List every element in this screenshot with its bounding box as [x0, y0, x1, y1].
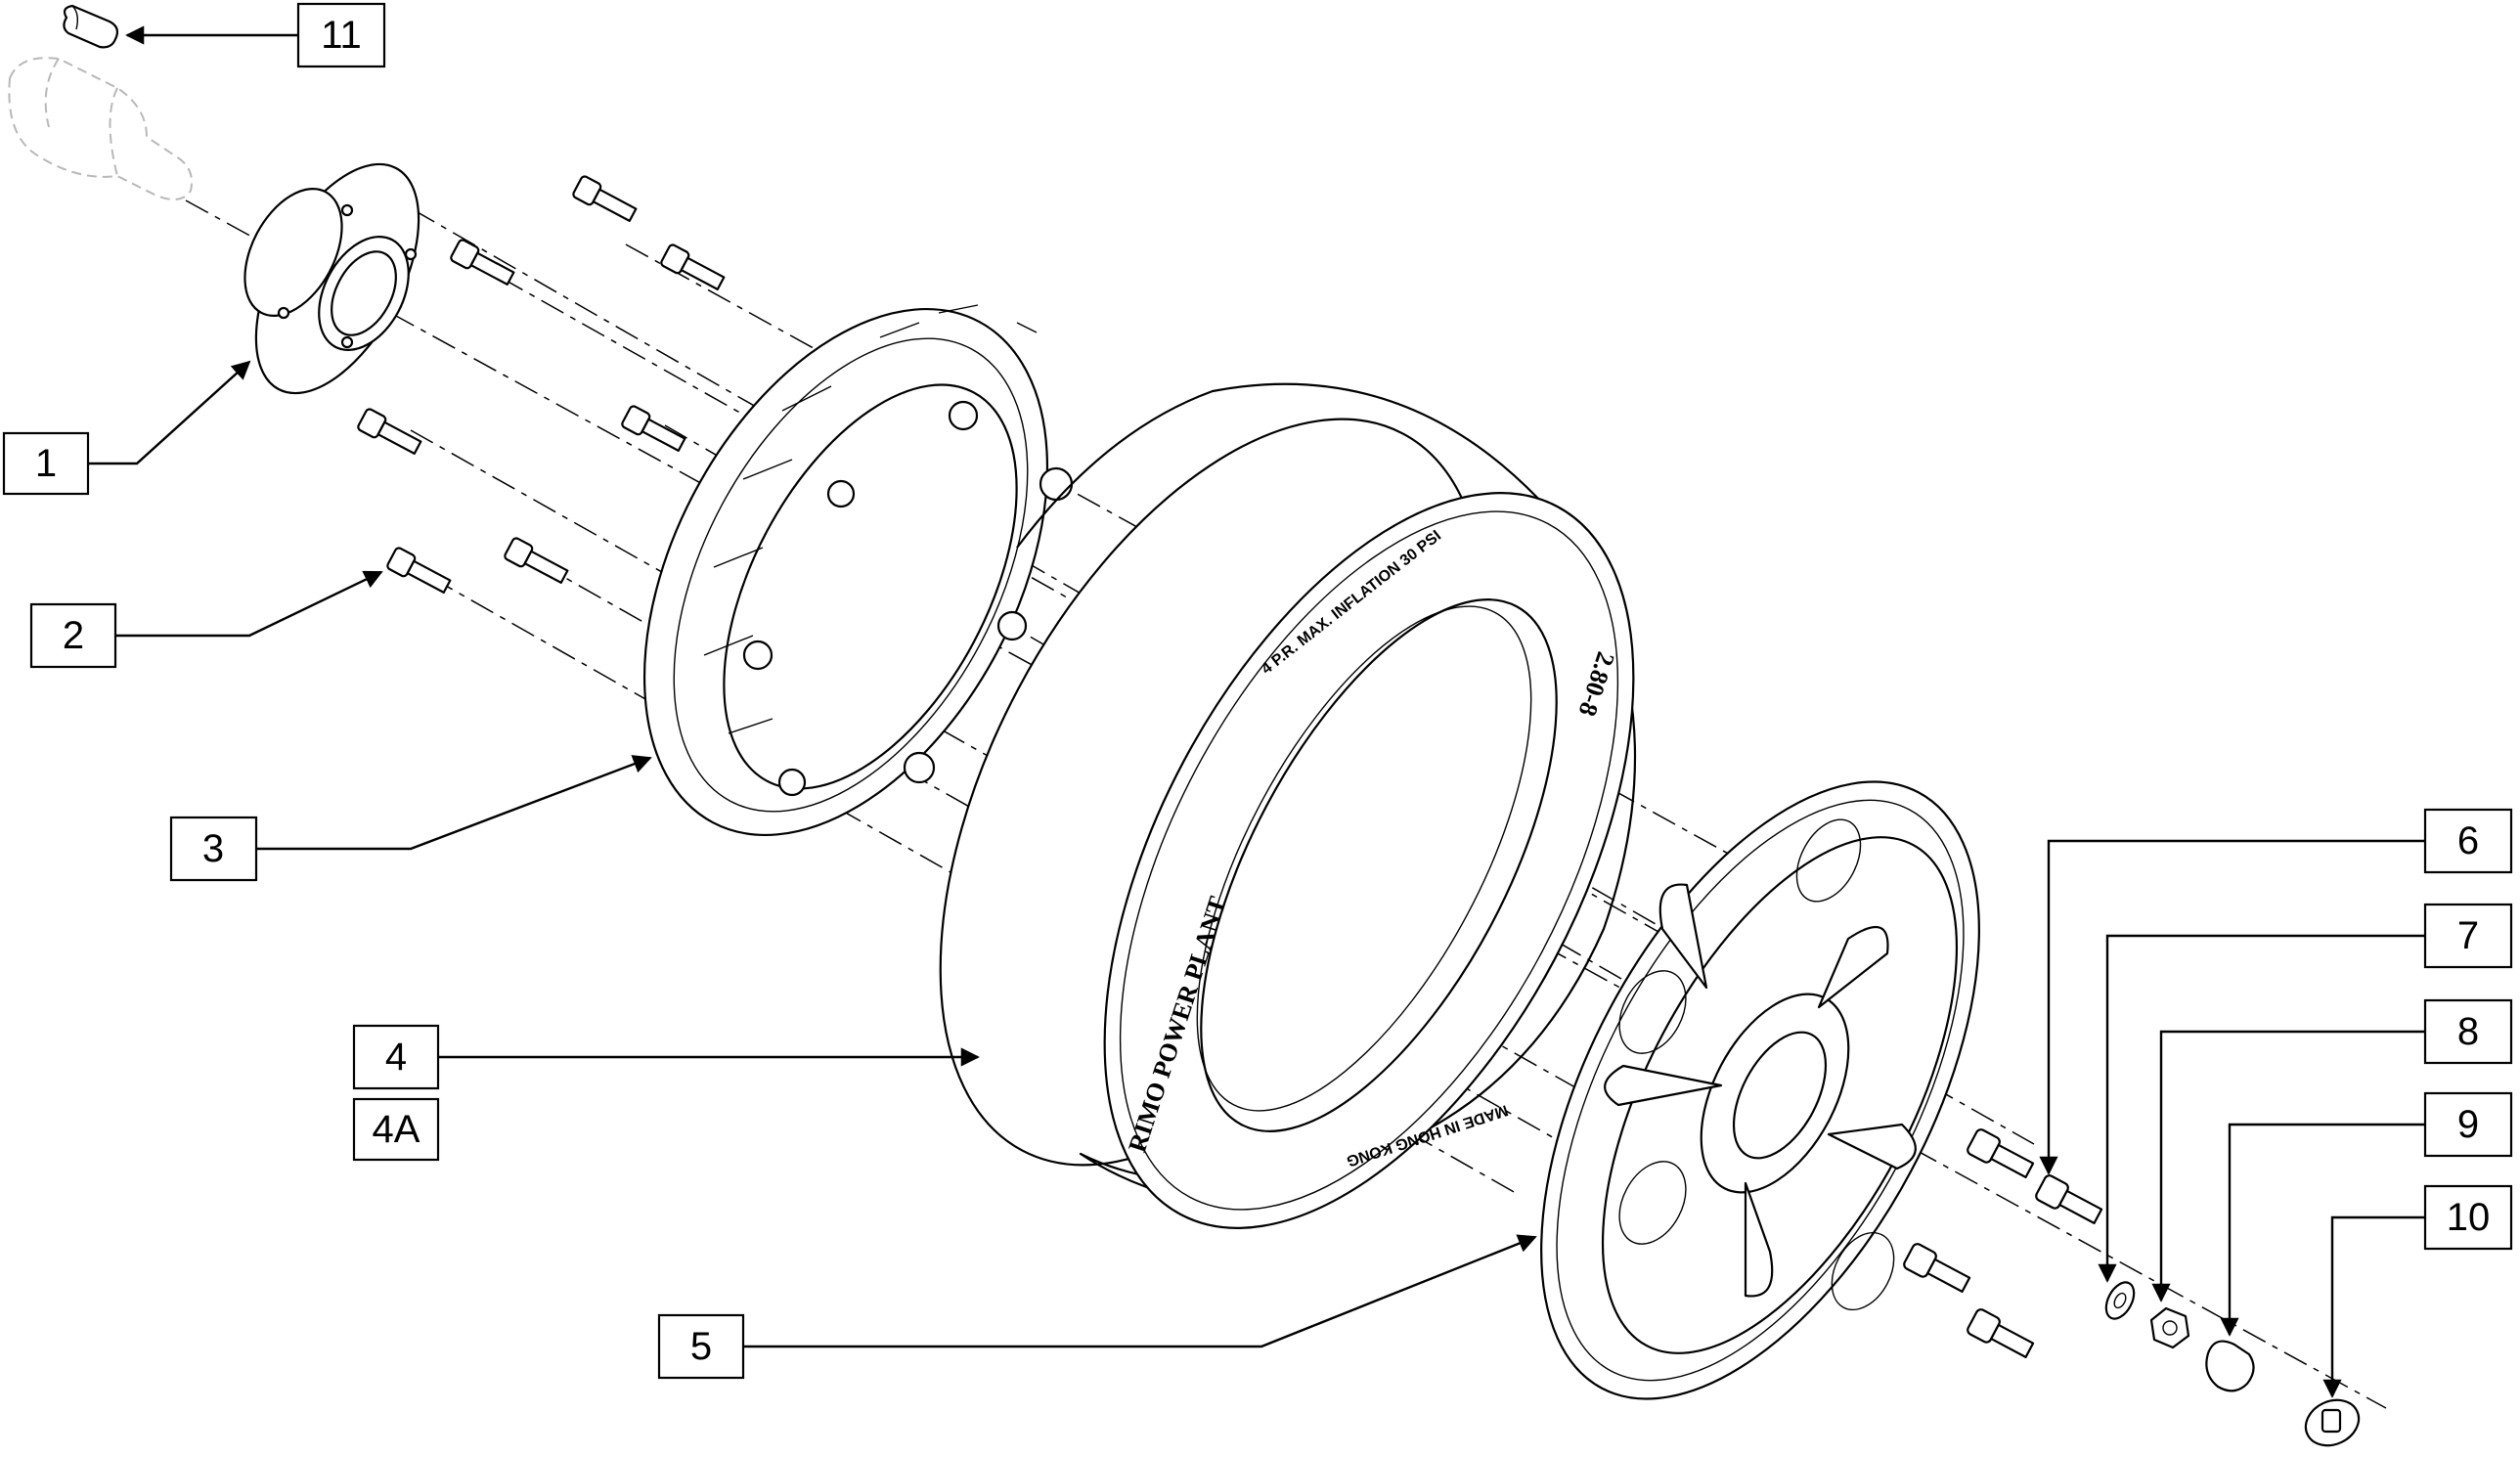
cover-part: [2304, 1398, 2361, 1447]
callout-1-label: 1: [35, 442, 57, 485]
leader-1: [88, 360, 251, 465]
callout-10: 10: [2423, 1184, 2513, 1251]
callout-8-label: 8: [2457, 1010, 2479, 1053]
motor-shaft-ghost: [8, 57, 193, 200]
leader-8: [2151, 1030, 2425, 1302]
callout-2-label: 2: [63, 614, 84, 657]
callout-6: 6: [2423, 808, 2513, 874]
callout-4a-label: 4A: [373, 1108, 420, 1151]
leader-5: [743, 1234, 1537, 1348]
callout-1: 1: [2, 431, 90, 496]
callout-4a: 4A: [352, 1097, 440, 1162]
key-part: [63, 4, 119, 49]
callout-7: 7: [2423, 903, 2513, 969]
leader-10: [2322, 1215, 2425, 1398]
leader-9: [2220, 1123, 2425, 1337]
leader-2: [115, 570, 383, 638]
cap-part: [2205, 1340, 2255, 1392]
callout-3: 3: [169, 816, 258, 882]
nut-part: [2149, 1306, 2190, 1349]
callout-9-label: 9: [2457, 1103, 2479, 1146]
callout-5-label: 5: [690, 1325, 712, 1368]
callout-4: 4: [352, 1024, 440, 1090]
leader-lines: [88, 25, 2425, 1398]
callout-4-label: 4: [385, 1036, 407, 1079]
callout-11-label: 11: [321, 14, 362, 57]
screws-group-left: [357, 175, 726, 594]
callout-3-label: 3: [202, 827, 224, 870]
callout-10-label: 10: [2447, 1196, 2491, 1239]
leader-6: [2039, 839, 2425, 1175]
callout-5: 5: [657, 1313, 745, 1380]
leader-3: [256, 755, 652, 851]
outer-rim-half: [1540, 780, 1980, 1400]
callout-6-label: 6: [2457, 819, 2479, 862]
callout-7-label: 7: [2457, 914, 2479, 957]
callout-9: 9: [2423, 1091, 2513, 1158]
tire-part: RIMO POWER PLANT 2.80-8 4 P.R. MAX. INFL…: [939, 382, 1637, 1229]
callout-11: 11: [296, 2, 386, 68]
callout-2: 2: [29, 602, 117, 669]
hub-part: [243, 162, 420, 395]
screws-group-right: [1903, 1128, 2103, 1358]
inner-rim-half: [642, 304, 1074, 837]
leader-7: [2098, 934, 2425, 1283]
callout-8: 8: [2423, 998, 2513, 1065]
washer-part: [2104, 1281, 2136, 1320]
